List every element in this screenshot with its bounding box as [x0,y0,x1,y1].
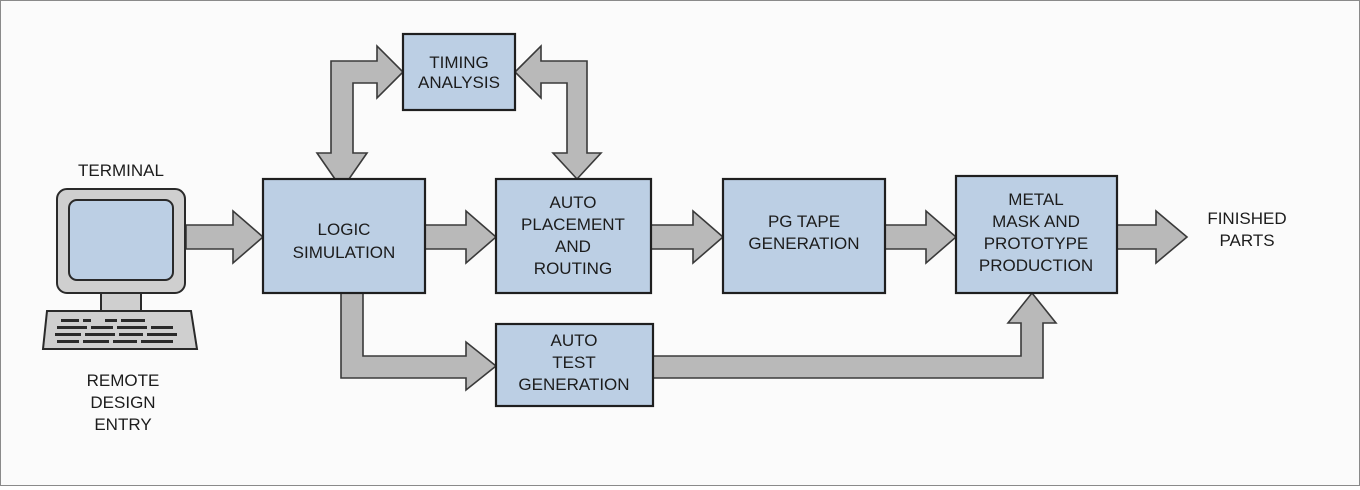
arrow-metal-to-finished [1116,209,1189,265]
autotest-line-1: AUTO [551,331,598,350]
metal-line-2: MASK AND [992,212,1080,231]
terminal-icon [41,188,199,350]
timing-analysis-box [401,32,517,112]
metal-line-4: PRODUCTION [979,256,1093,275]
auto-placement-label: AUTO PLACEMENT AND ROUTING [521,193,625,278]
metal-mask-label: METAL MASK AND PROTOTYPE PRODUCTION [979,190,1093,275]
arrow-placement-to-pgtape [650,209,725,265]
finished-line-1: FINISHED [1207,209,1286,228]
logic-line-2: SIMULATION [293,243,396,262]
arrow-terminal-to-logic [185,209,265,265]
timing-analysis-label: TIMING ANALYSIS [418,53,500,92]
pgtape-line-1: PG TAPE [768,212,840,231]
metal-mask-box [954,174,1119,295]
pgtape-line-2: GENERATION [748,234,859,253]
finished-parts-label: FINISHED PARTS [1207,209,1286,250]
remote-line-3: ENTRY [94,415,151,434]
pg-tape-box [721,177,887,295]
arrow-pgtape-to-metal [884,209,958,265]
auto-test-box [494,322,655,408]
placement-line-3: AND [555,237,591,256]
logic-line-1: LOGIC [318,220,371,239]
arrow-timing-placement-bidirectional [513,44,603,181]
arrow-logic-to-autotest [340,292,498,392]
logic-simulation-label: LOGIC SIMULATION [293,220,396,262]
placement-line-2: PLACEMENT [521,215,625,234]
pg-tape-label: PG TAPE GENERATION [748,212,859,253]
remote-line-1: REMOTE [87,371,160,390]
auto-test-label: AUTO TEST GENERATION [518,331,629,394]
timing-line-2: ANALYSIS [418,73,500,92]
metal-line-1: METAL [1008,190,1063,209]
autotest-line-2: TEST [552,353,595,372]
auto-placement-box [494,177,653,295]
remote-line-2: DESIGN [90,393,155,412]
logic-simulation-box [261,177,427,295]
metal-line-3: PROTOTYPE [984,234,1089,253]
timing-line-1: TIMING [429,53,489,72]
placement-line-1: AUTO [550,193,597,212]
arrow-autotest-to-metal [652,291,1058,379]
finished-line-2: PARTS [1219,231,1274,250]
autotest-line-3: GENERATION [518,375,629,394]
remote-design-entry-label: REMOTE DESIGN ENTRY [87,371,160,434]
placement-line-4: ROUTING [534,259,612,278]
arrow-logic-to-placement [424,209,498,265]
terminal-label: TERMINAL [78,161,164,180]
arrow-logic-timing-bidirectional [315,44,405,180]
